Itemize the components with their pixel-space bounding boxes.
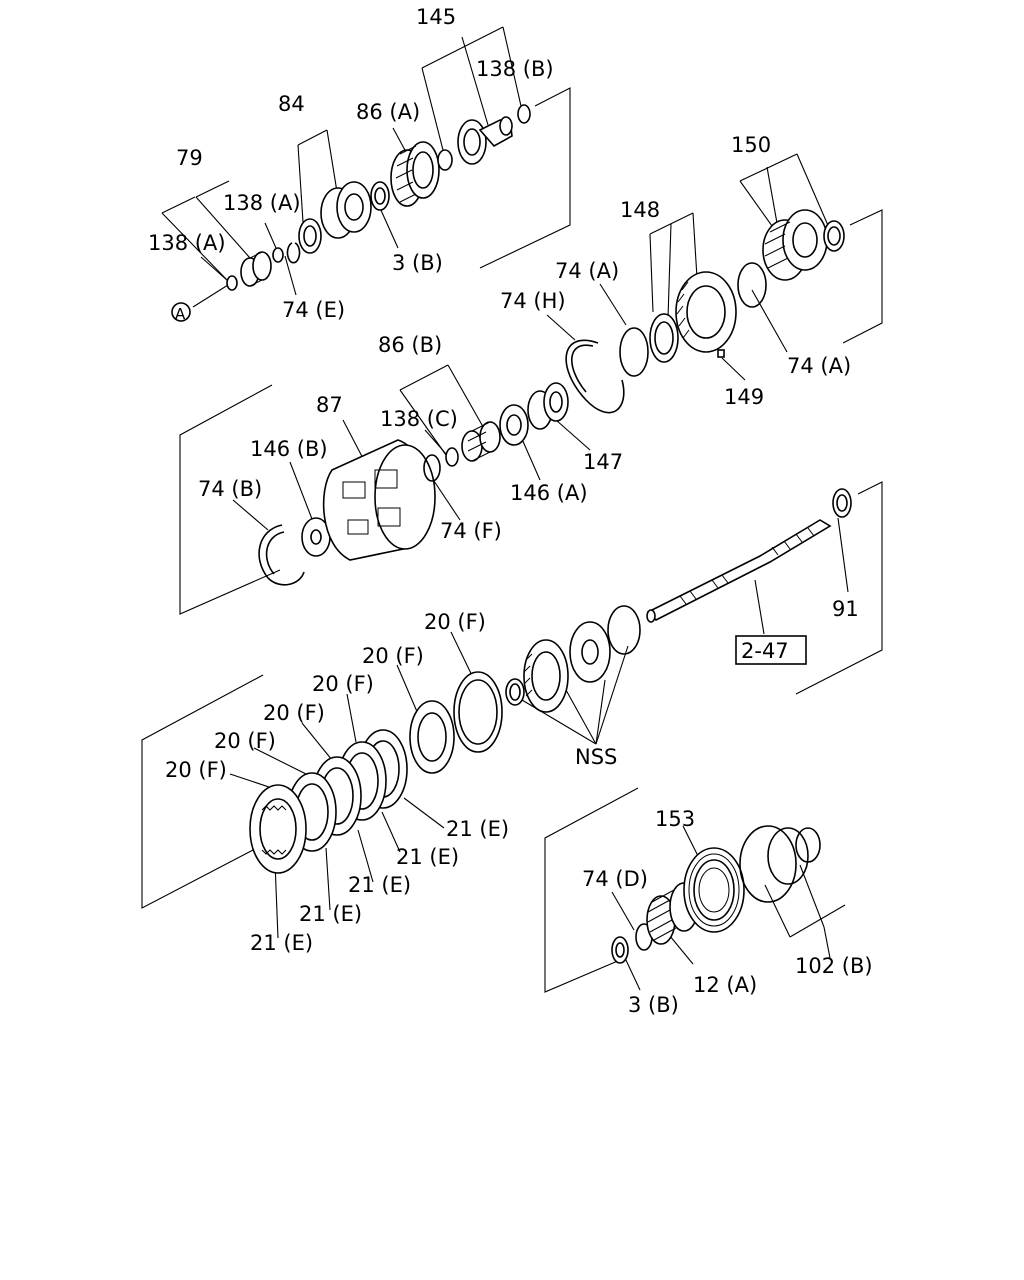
label-74e: 74 (E) [282,298,345,322]
snap-ring-74f [423,454,441,482]
group-clutch-pack: 20 (F) 20 (F) 20 (F) 20 (F) 20 (F) 20 (F… [141,605,641,955]
label-nss: NSS [575,745,617,769]
label-74a-upper: 74 (A) [555,259,619,283]
seal-102b-mid [767,827,809,885]
nss-snap-ring [607,605,641,655]
label-20f-3: 20 (F) [312,672,374,696]
label-149: 149 [724,385,764,409]
label-12a: 12 (A) [693,973,757,997]
label-102b: 102 (B) [795,954,873,978]
label-74a-right: 74 (A) [787,354,851,378]
snap-ring-74h [565,339,625,414]
label-21e-2: 21 (E) [396,845,459,869]
label-148: 148 [620,198,660,222]
snap-ring-74a-left [619,327,649,377]
label-74d: 74 (D) [582,867,648,891]
group-main-shaft: 2-47 91 [646,481,883,695]
snap-ring-74a-right [737,262,767,308]
main-shaft-2-47 [646,519,832,621]
pin-149 [717,349,725,358]
label-150: 150 [731,133,771,157]
label-138a-upper: 138 (A) [223,191,301,215]
washer-138b [517,104,531,124]
label-138b: 138 (B) [476,57,554,81]
label-20f-4: 20 (F) [263,701,325,725]
label-74f: 74 (F) [440,519,502,543]
reference-box-2-47 [735,635,807,665]
label-147: 147 [583,450,623,474]
label-20f-6: 20 (F) [165,758,227,782]
washer-145 [437,149,453,171]
label-3b-bottom: 3 (B) [628,993,679,1017]
label-146a: 146 (A) [510,481,588,505]
group-third-assembly: 86 (B) 87 138 (C) 146 (B) 147 74 (B) 146… [179,333,623,615]
label-91: 91 [832,597,859,621]
washer-138c [445,447,459,467]
label-3b-top: 3 (B) [392,251,443,275]
ref-a-circle [171,302,191,322]
label-20f-5: 20 (F) [214,729,276,753]
label-138c: 138 (C) [380,407,458,431]
snap-ring-74b [258,524,305,586]
label-138a-lower: 138 (A) [148,231,226,255]
label-2-47: 2-47 [741,639,789,663]
label-21e-4: 21 (E) [299,902,362,926]
label-21e-1: 21 (E) [446,817,509,841]
label-74b: 74 (B) [198,477,262,501]
label-86a: 86 (A) [356,100,420,124]
label-20f-2: 20 (F) [362,644,424,668]
label-146b: 146 (B) [250,437,328,461]
label-79: 79 [176,146,203,170]
washer-138a [226,275,238,291]
label-ref-a: A [175,305,186,323]
label-84: 84 [278,92,305,116]
label-153: 153 [655,807,695,831]
label-21e-5: 21 (E) [250,931,313,955]
label-21e-3: 21 (E) [348,873,411,897]
seal-102b-large [739,825,797,903]
group-top-assembly: 145 138 (B) 84 86 (A) 79 138 (A) 138 (A)… [148,5,571,323]
label-86b: 86 (B) [378,333,442,357]
label-74h: 74 (H) [500,289,566,313]
seal-102b-small [795,827,821,863]
snap-ring-74e [286,242,301,264]
label-145: 145 [416,5,456,29]
label-87: 87 [316,393,343,417]
label-20f-1: 20 (F) [424,610,486,634]
group-bottom-assembly: 153 74 (D) 102 (B) 12 (A) 3 (B) [544,787,873,1017]
group-second-assembly: 150 148 74 (A) 74 (H) 74 (A) 149 [500,133,883,414]
